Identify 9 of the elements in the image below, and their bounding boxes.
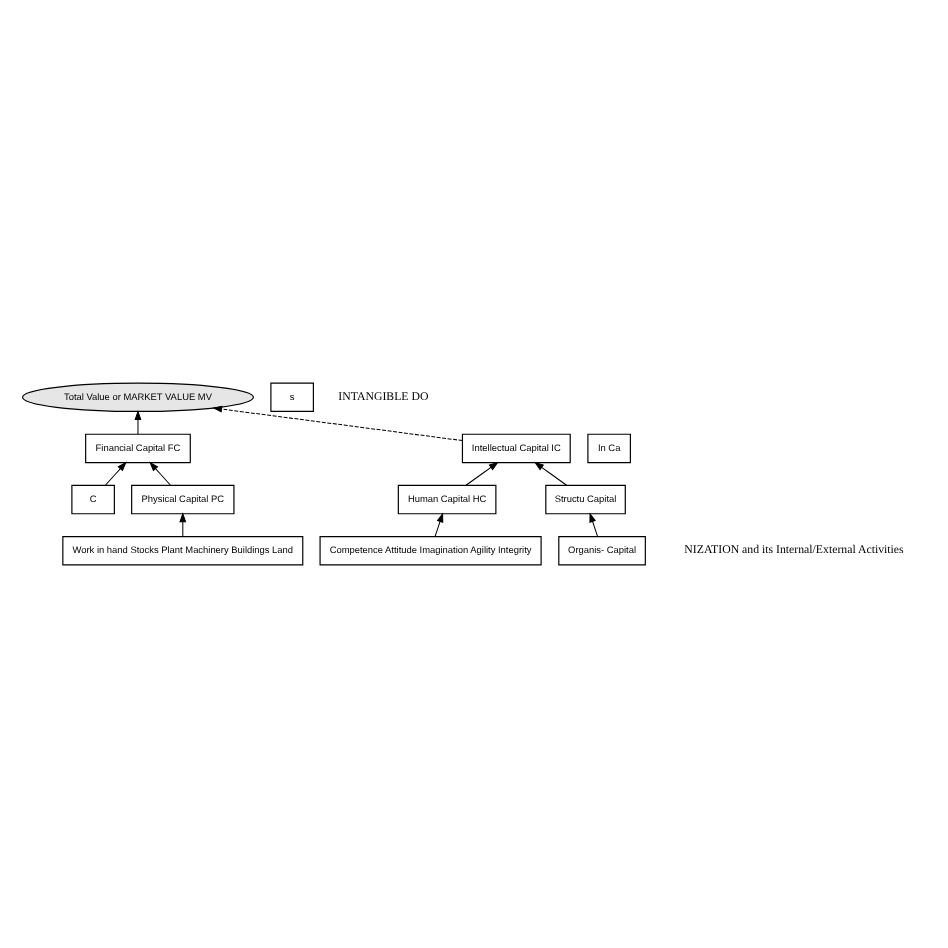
arrow — [149, 461, 172, 486]
arrow — [212, 405, 463, 442]
arrow — [104, 461, 127, 486]
arrow — [179, 512, 187, 537]
arrow — [589, 512, 599, 537]
arrow — [134, 410, 142, 435]
arrow — [465, 461, 499, 486]
arrow — [434, 512, 444, 537]
arrow — [533, 461, 568, 486]
